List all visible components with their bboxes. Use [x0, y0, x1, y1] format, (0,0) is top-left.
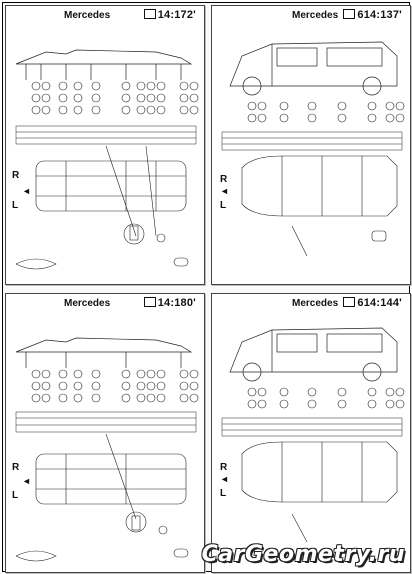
side-left-label: L — [220, 488, 227, 499]
side-left-label: L — [220, 200, 227, 211]
sheet-header: Mercedes 614:137' — [212, 6, 410, 26]
diagram-sheet-2: Mercedes 614:137' — [211, 5, 411, 285]
underbody-diagram — [15, 337, 199, 562]
arrow-left-icon: ◄ — [220, 474, 229, 484]
sheet-code-text: 14:172 — [157, 9, 194, 21]
van-body-diagram — [221, 327, 405, 543]
side-right-label: R — [220, 174, 228, 185]
side-left-label: L — [12, 490, 19, 501]
sheet-code-text: 614:144 — [357, 297, 400, 309]
sheet-code-text: 14:180 — [157, 297, 194, 309]
brand-name: Mercedes — [292, 298, 339, 309]
arrow-left-icon: ◄ — [22, 476, 31, 486]
brand-name: Mercedes — [64, 298, 111, 309]
sheet-code-mark: ' — [399, 9, 402, 21]
brand-name: Mercedes — [292, 10, 339, 21]
sheet-code: 14:172' — [143, 9, 196, 21]
underbody-diagram — [15, 49, 199, 270]
diagram-sheet-1: Mercedes 14:172' — [5, 5, 205, 285]
side-right-label: R — [12, 170, 20, 181]
sheet-icon — [143, 9, 156, 20]
sheet-code-mark: ' — [193, 9, 196, 21]
side-right-label: R — [12, 462, 20, 473]
van-body-diagram — [221, 41, 405, 257]
sheet-header: Mercedes 14:172' — [6, 6, 204, 26]
site-watermark: CarGeometry.ru — [201, 542, 405, 567]
sheet-code: 614:144' — [343, 297, 402, 309]
sheet-code-text: 614:137 — [357, 9, 400, 21]
arrow-left-icon: ◄ — [22, 186, 31, 196]
sheet-code-mark: ' — [399, 297, 402, 309]
brand-name: Mercedes — [64, 10, 111, 21]
sheet-header: Mercedes 614:144' — [212, 294, 410, 314]
arrow-left-icon: ◄ — [220, 186, 229, 196]
sheet-code: 14:180' — [143, 297, 196, 309]
side-left-label: L — [12, 200, 19, 211]
sheet-code-mark: ' — [193, 297, 196, 309]
diagram-sheet-3: Mercedes 14:180' — [5, 293, 205, 573]
side-right-label: R — [220, 462, 228, 473]
sheet-header: Mercedes 14:180' — [6, 294, 204, 314]
sheet-code: 614:137' — [343, 9, 402, 21]
diagram-sheet-4: Mercedes 614:144' — [211, 293, 411, 573]
sheet-icon — [343, 9, 356, 20]
sheet-icon — [143, 297, 156, 308]
sheet-icon — [343, 297, 356, 308]
